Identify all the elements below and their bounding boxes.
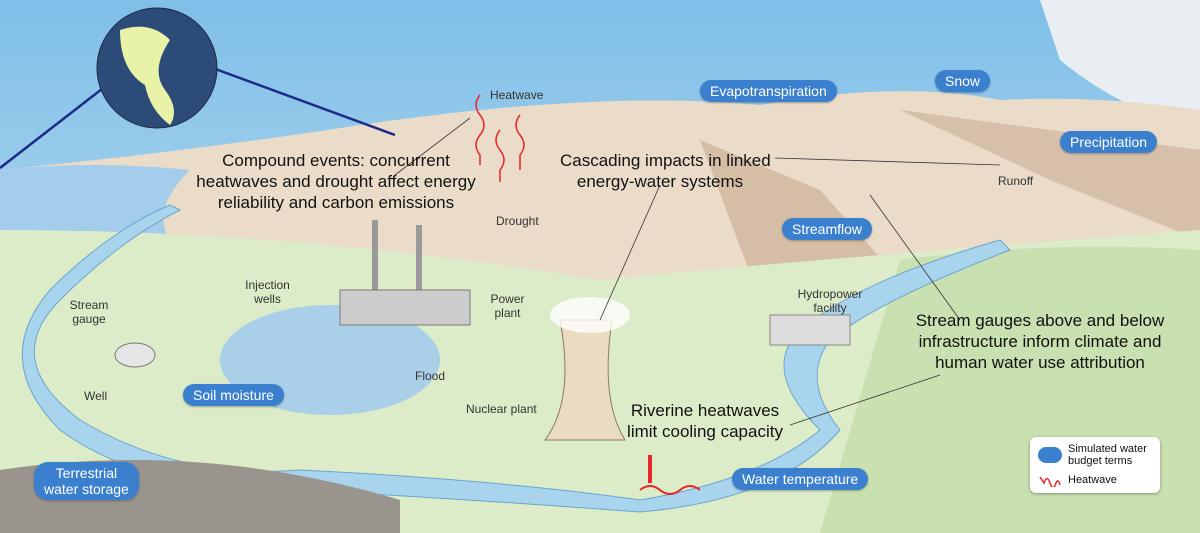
- hydropower-label: Hydropower facility: [795, 287, 865, 315]
- text-line: facility: [813, 301, 847, 315]
- power-plant-label: Power plant: [485, 292, 530, 320]
- legend-simulated-label: Simulated water budget terms: [1068, 443, 1147, 467]
- text-line: water storage: [44, 481, 129, 497]
- text-line: heatwaves and drought affect energy: [196, 172, 476, 191]
- pill-streamflow: Streamflow: [782, 218, 873, 240]
- pill-soil-moisture: Soil moisture: [183, 384, 284, 406]
- text-line: gauge: [72, 312, 106, 326]
- globe-land: [120, 26, 174, 126]
- text-line: energy-water systems: [576, 172, 744, 191]
- well-label: Well: [84, 389, 108, 403]
- leader-lines: [394, 117, 1001, 426]
- text-line: budget terms: [1068, 455, 1133, 467]
- smokestack: [416, 225, 422, 300]
- text-line: Stream gauges above and below: [915, 311, 1165, 330]
- injection-wells-label: Injection wells: [240, 278, 295, 306]
- river-heatwave-icon: [639, 485, 701, 495]
- smokestack: [372, 220, 378, 300]
- text-line: plant: [494, 306, 521, 320]
- nuclear-plant-label: Nuclear plant: [466, 402, 537, 416]
- pill-snow: Snow: [935, 70, 991, 92]
- text-line: Power: [490, 292, 525, 306]
- simulated-swatch-icon: [1038, 447, 1062, 463]
- text-line: human water use attribution: [935, 353, 1145, 372]
- thermometer-icon: [648, 455, 652, 483]
- text-line: reliability and carbon emissions: [217, 193, 455, 212]
- text-line: wells: [254, 292, 281, 306]
- text-line: Stream: [69, 298, 109, 312]
- cooling-tower: [544, 319, 626, 441]
- text-line: limit cooling capacity: [627, 422, 783, 441]
- text-line: infrastructure inform climate and: [918, 332, 1162, 351]
- pill-evapotranspiration: Evapotranspiration: [700, 80, 837, 102]
- text-line: Cascading impacts in linked: [560, 151, 771, 170]
- pill-precipitation: Precipitation: [1060, 131, 1158, 153]
- steam: [550, 297, 630, 333]
- riverine-heatwaves-text: Riverine heatwaves limit cooling capacit…: [610, 400, 800, 442]
- text-line: Terrestrial: [55, 465, 118, 481]
- hydropower-dam: [769, 314, 851, 346]
- heatwave-legend-icon: [1039, 476, 1061, 487]
- heatwave-label: Heatwave: [490, 88, 544, 102]
- text-line: Compound events: concurrent: [222, 151, 450, 170]
- text-line: Simulated water: [1068, 443, 1147, 455]
- flood-label: Flood: [415, 369, 446, 383]
- pill-terrestrial-water-storage: Terrestrial water storage: [34, 462, 139, 500]
- legend: Simulated water budget terms Heatwave: [1030, 437, 1160, 493]
- stream-gauge-label: Stream gauge: [65, 298, 113, 326]
- water-tower: [114, 342, 156, 368]
- stream-gauges-text: Stream gauges above and below infrastruc…: [880, 310, 1200, 373]
- drought-label: Drought: [496, 214, 539, 228]
- cascading-impacts-text: Cascading impacts in linked energy-water…: [560, 150, 771, 192]
- compound-events-text: Compound events: concurrent heatwaves an…: [186, 150, 486, 213]
- legend-heatwave-label: Heatwave: [1068, 474, 1117, 486]
- heatwave-arrows: [475, 94, 525, 182]
- text-line: Hydropower: [797, 287, 863, 301]
- storm-cloud: [1040, 0, 1200, 130]
- pill-water-temperature: Water temperature: [732, 468, 869, 490]
- text-line: Injection: [245, 278, 290, 292]
- text-line: Riverine heatwaves: [630, 401, 780, 420]
- runoff-label: Runoff: [998, 174, 1034, 188]
- power-plant-building: [339, 289, 471, 326]
